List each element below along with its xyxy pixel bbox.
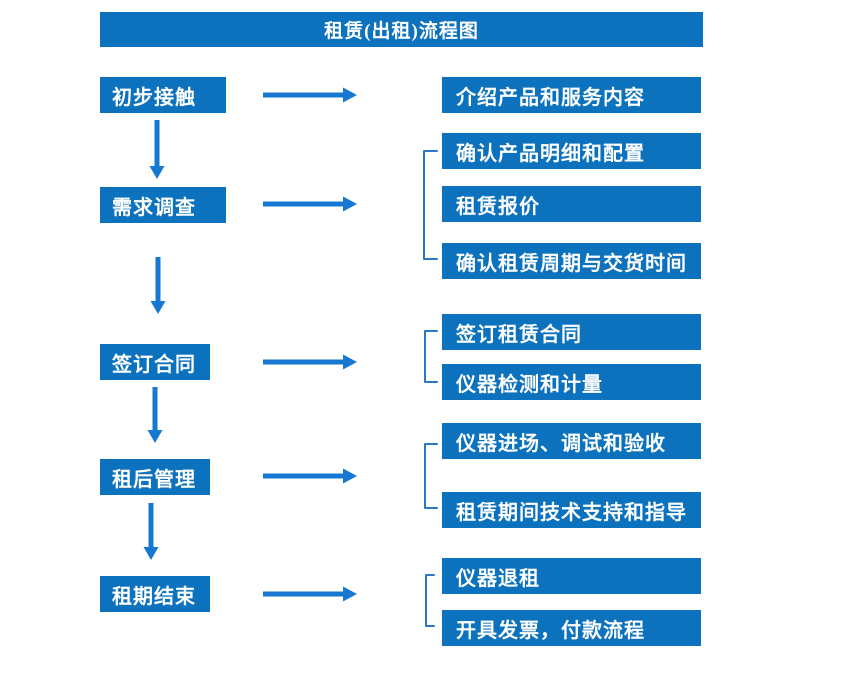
detail-box-confirm-details: 确认产品明细和配置 — [442, 133, 701, 169]
detail-box-instrument-inspection: 仪器检测和计量 — [442, 364, 701, 400]
arrow-right-icon — [263, 87, 357, 602]
detail-box-instrument-return: 仪器退租 — [442, 558, 701, 594]
detail-box-sign-rental-contract: 签订租赁合同 — [442, 314, 701, 350]
detail-box-invoice-payment: 开具发票，付款流程 — [442, 610, 701, 646]
detail-box-rental-quote: 租赁报价 — [442, 186, 701, 222]
detail-box-tech-support: 租赁期间技术支持和指导 — [442, 492, 701, 528]
step-box-sign-contract: 签订合同 — [100, 344, 210, 380]
bracket-connector — [423, 150, 438, 627]
detail-box-introduce-products: 介绍产品和服务内容 — [442, 77, 701, 113]
detail-box-confirm-period: 确认租赁周期与交货时间 — [442, 243, 701, 279]
detail-box-instrument-setup: 仪器进场、调试和验收 — [442, 423, 701, 459]
step-box-rental-end: 租期结束 — [100, 576, 210, 612]
step-box-demand-survey: 需求调查 — [100, 187, 226, 223]
step-box-post-rental: 租后管理 — [100, 459, 210, 495]
step-box-initial-contact: 初步接触 — [100, 77, 226, 113]
flowchart-title: 租赁(出租)流程图 — [100, 12, 703, 47]
